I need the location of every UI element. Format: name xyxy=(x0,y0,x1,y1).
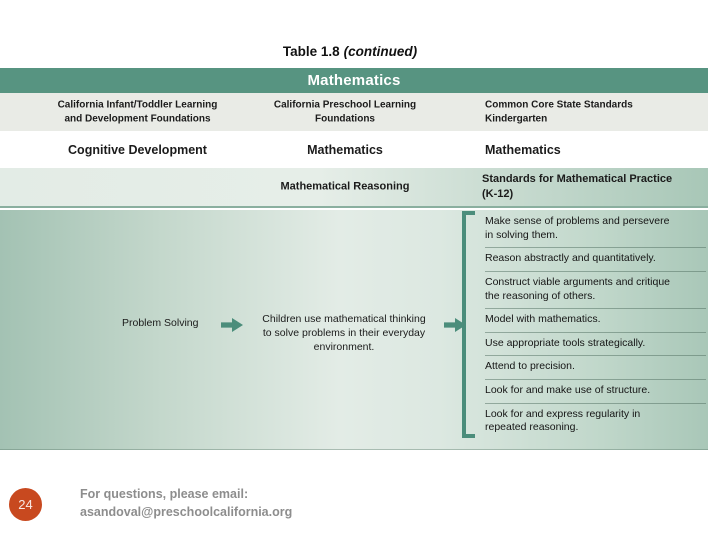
domain-mathematics-kindergarten: Mathematics xyxy=(485,142,561,157)
practice-item: Reason abstractly and quantitatively. xyxy=(485,248,706,272)
practice-item: Attend to precision. xyxy=(485,356,706,381)
practice-item: Make sense of problems and persevere in … xyxy=(485,211,706,249)
practice-item: Look for and make use of structure. xyxy=(485,380,706,404)
strand-mathematical-reasoning: Mathematical Reasoning xyxy=(280,180,410,193)
practices-list: Make sense of problems and persevere in … xyxy=(485,211,706,440)
strand-row: Mathematical Reasoning Standards for Mat… xyxy=(0,168,708,208)
col-header-common-core: Common Core State Standards Kindergarten xyxy=(485,99,633,125)
domain-mathematics-preschool: Mathematics xyxy=(307,142,383,157)
right-arrow-icon xyxy=(444,318,466,332)
table-title-prefix: Table 1.8 xyxy=(282,44,340,59)
practice-item: Look for and express regularity in repea… xyxy=(485,407,641,434)
contact-line: For questions, please email: xyxy=(80,487,249,501)
practice-item: Construct viable arguments and critique … xyxy=(485,272,706,310)
page-number-badge: 24 xyxy=(9,488,42,521)
flow-label-problem-solving: Problem Solving xyxy=(122,317,199,329)
strand-standards-practice: Standards for Mathematical Practice (K-1… xyxy=(482,173,673,200)
table-body: Problem Solving Children use mathematica… xyxy=(0,210,708,450)
practice-item: Use appropriate tools strategically. xyxy=(485,333,706,357)
domain-cognitive-development: Cognitive Development xyxy=(68,142,207,157)
flow-description: Children use mathematical thinking to so… xyxy=(262,313,426,354)
col-header-preschool: California Preschool Learning Foundation… xyxy=(273,99,417,125)
table-title-continued: (continued) xyxy=(343,44,418,59)
table-title: Table 1.8(continued) xyxy=(0,44,700,59)
column-header-row: California Infant/Toddler Learning and D… xyxy=(0,93,708,131)
left-bracket-shape xyxy=(462,211,475,438)
col-header-infant-toddler: California Infant/Toddler Learning and D… xyxy=(57,99,218,125)
right-arrow-icon xyxy=(221,318,243,332)
contact-info: For questions, please email: asandoval@p… xyxy=(80,485,292,521)
mathematics-banner: Mathematics xyxy=(0,68,708,93)
practice-item: Model with mathematics. xyxy=(485,309,706,333)
domain-row: Cognitive Development Mathematics Mathem… xyxy=(0,131,708,168)
contact-email: asandoval@preschoolcalifornia.org xyxy=(80,505,293,520)
